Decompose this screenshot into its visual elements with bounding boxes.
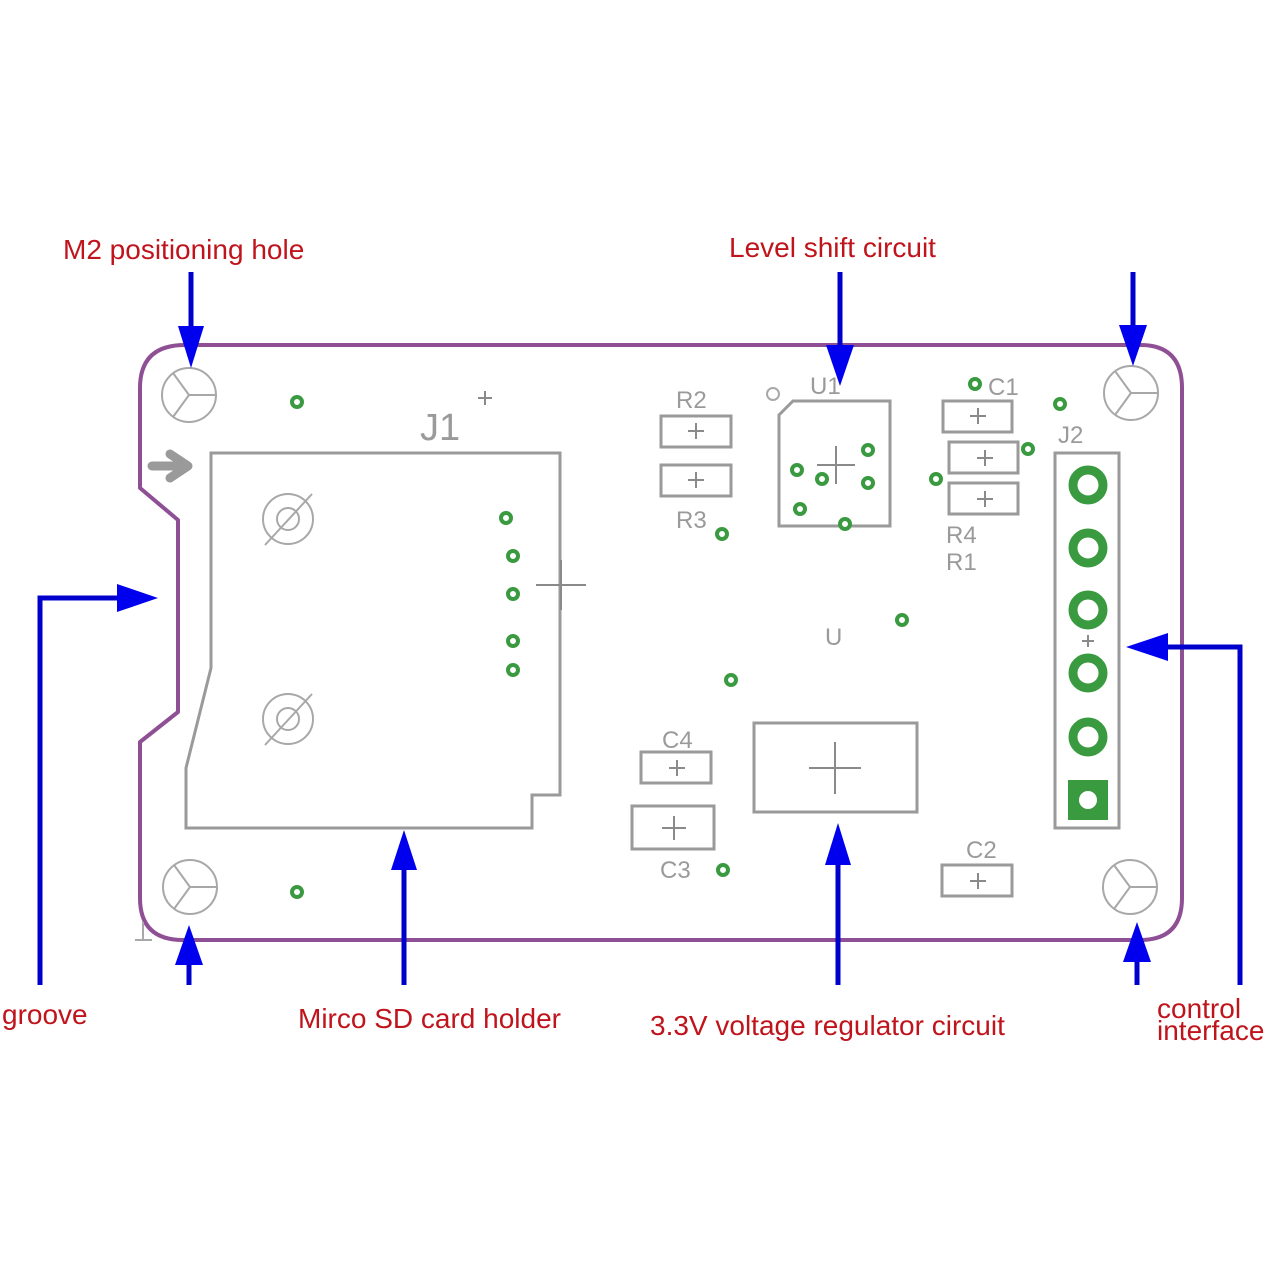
sd-card-holder-footprint	[184, 451, 562, 830]
via	[968, 377, 982, 391]
capacitor-c4	[639, 750, 713, 785]
label-control-line1: control	[1157, 993, 1241, 1024]
via	[790, 463, 804, 477]
j2-pin-hole	[1079, 539, 1097, 557]
sd-mount-peg-top	[262, 493, 314, 546]
resistor-r1	[947, 481, 1020, 516]
capacitor-c2	[940, 863, 1014, 898]
j2-pin-hole	[1079, 728, 1097, 746]
via	[793, 502, 807, 516]
arrow-groove	[37, 584, 158, 985]
via	[716, 863, 730, 877]
board-outline	[138, 343, 1184, 942]
via	[861, 443, 875, 457]
arrow-m2-hole	[178, 272, 204, 368]
j2-pin-hole	[1079, 476, 1097, 494]
mounting-hole-bottom-left	[135, 859, 218, 941]
arrow-top-right-hole	[1119, 272, 1147, 366]
label-control-line2: interface	[1157, 1015, 1264, 1046]
ic-u1-footprint	[777, 399, 892, 528]
via	[838, 517, 852, 531]
sd-mount-peg-bottom	[262, 693, 314, 746]
j2-pin-hole	[1079, 791, 1097, 809]
insertion-arrow-icon	[147, 449, 193, 483]
capacitor-c3	[630, 804, 716, 851]
origin-mark-icon	[478, 391, 492, 405]
designator-u1: U1	[810, 373, 841, 400]
mounting-hole-top-left	[161, 367, 217, 423]
designator-r2: R2	[676, 387, 707, 414]
via	[724, 673, 738, 687]
mounting-hole-top-right	[1103, 365, 1159, 421]
arrow-bottom-right-hole	[1123, 922, 1151, 985]
via	[506, 634, 520, 648]
via	[506, 587, 520, 601]
designator-c2: C2	[966, 837, 997, 864]
designator-c1: C1	[988, 374, 1019, 401]
connector-j2	[1053, 451, 1121, 830]
via	[1053, 397, 1067, 411]
j2-pin-hole	[1079, 601, 1097, 619]
designator-r1: R1	[946, 549, 977, 576]
designator-j1: J1	[420, 407, 460, 449]
via	[1021, 442, 1035, 456]
pin1-marker-icon	[766, 387, 780, 401]
arrow-regulator	[825, 823, 851, 985]
vias	[290, 377, 1067, 899]
via	[815, 472, 829, 486]
resistor-r2	[659, 414, 733, 449]
j2-center-mark	[1082, 635, 1094, 647]
via	[715, 527, 729, 541]
designator-u: U	[825, 624, 842, 651]
j2-pin-hole	[1079, 664, 1097, 682]
via	[499, 511, 513, 525]
mounting-hole-bottom-right	[1102, 859, 1158, 915]
designator-c3: C3	[660, 857, 691, 884]
designator-r4: R4	[946, 522, 977, 549]
resistor-r4	[947, 440, 1020, 475]
arrow-bottom-left-hole	[175, 925, 203, 985]
label-sd-card-holder: Mirco SD card holder	[298, 1003, 561, 1034]
via	[290, 885, 304, 899]
via	[861, 476, 875, 490]
via	[290, 395, 304, 409]
label-m2-positioning-hole: M2 positioning hole	[63, 234, 304, 265]
label-groove: groove	[2, 999, 88, 1030]
arrow-level-shift	[826, 272, 854, 386]
j1-center-cross	[536, 560, 586, 610]
arrow-control-interface	[1126, 633, 1243, 985]
designator-r3: R3	[676, 507, 707, 534]
via	[895, 613, 909, 627]
regulator-footprint	[752, 721, 919, 814]
designator-j2: J2	[1058, 422, 1083, 449]
connector-j2-pins	[1068, 465, 1108, 820]
label-level-shift-circuit: Level shift circuit	[729, 232, 936, 263]
via	[506, 549, 520, 563]
arrow-sd-holder	[391, 830, 417, 985]
designator-c4: C4	[662, 727, 693, 754]
via	[506, 663, 520, 677]
resistor-r3	[659, 463, 733, 498]
via	[929, 472, 943, 486]
capacitor-c1	[941, 399, 1014, 434]
label-voltage-regulator: 3.3V voltage regulator circuit	[650, 1010, 1005, 1041]
